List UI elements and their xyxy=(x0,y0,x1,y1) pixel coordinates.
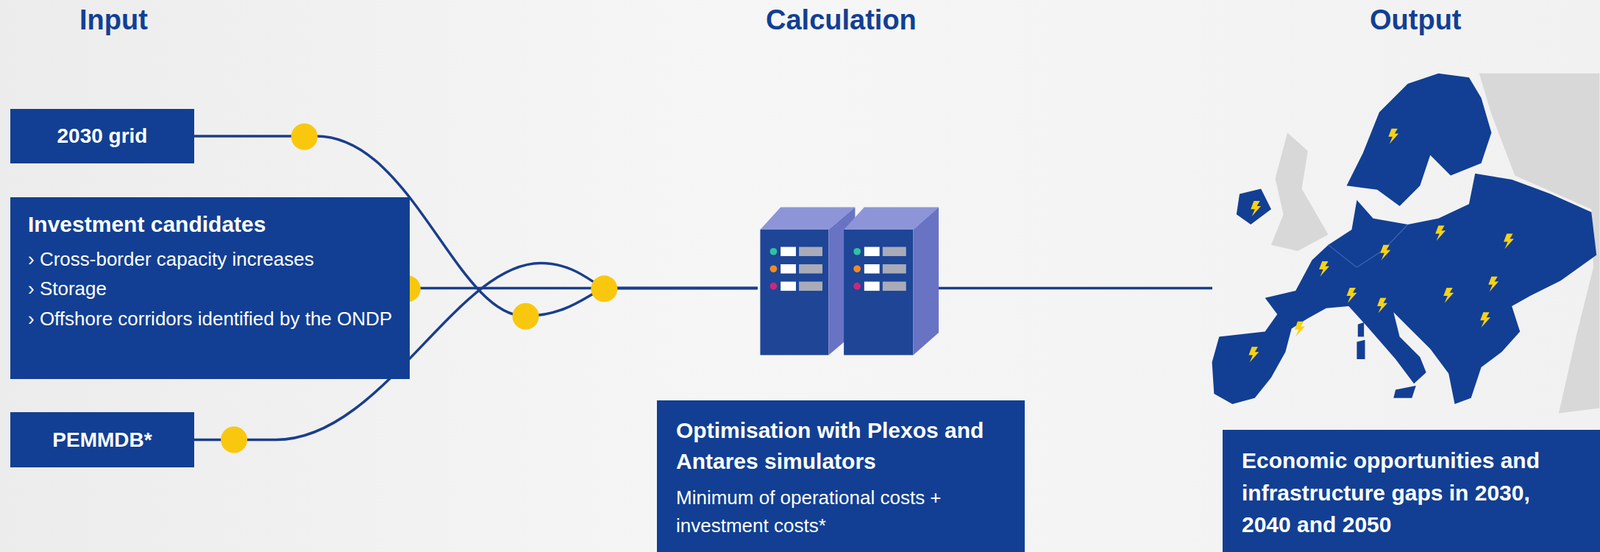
node-text: PEMMDB* xyxy=(52,428,152,452)
calculation-panel: Optimisation with Plexos and Antares sim… xyxy=(656,400,1025,552)
connector-line xyxy=(938,286,1213,290)
output-panel: Economic opportunities and infrastructur… xyxy=(1222,429,1600,552)
node-text: › Storage xyxy=(27,275,393,302)
node-text: 2030 grid xyxy=(57,124,148,148)
input-box: Investment candidates › Cross-border capa… xyxy=(10,197,410,379)
node-text: › Offshore corridors identified by the O… xyxy=(27,305,393,332)
column-heading: Output xyxy=(1369,4,1462,37)
calculation-node: Optimisation with Plexos and Antares sim… xyxy=(757,205,1025,552)
input-box: PEMMDB* xyxy=(10,411,195,468)
node-text: Investment candidates xyxy=(27,211,393,237)
node-text: Optimisation with Plexos and Antares sim… xyxy=(676,414,1006,477)
node-text: Economic opportunities and infrastructur… xyxy=(1241,444,1581,541)
input-box: 2030 grid xyxy=(10,108,195,164)
column-heading: Input xyxy=(79,4,148,37)
europe-map xyxy=(1212,73,1600,414)
node-text: Minimum of operational costs + investmen… xyxy=(676,484,1006,540)
column-heading: Calculation xyxy=(765,4,917,37)
output-node: Economic opportunities and infrastructur… xyxy=(1212,69,1600,552)
server-icon xyxy=(759,206,939,355)
node-text: › Cross-border capacity increases xyxy=(27,245,393,273)
